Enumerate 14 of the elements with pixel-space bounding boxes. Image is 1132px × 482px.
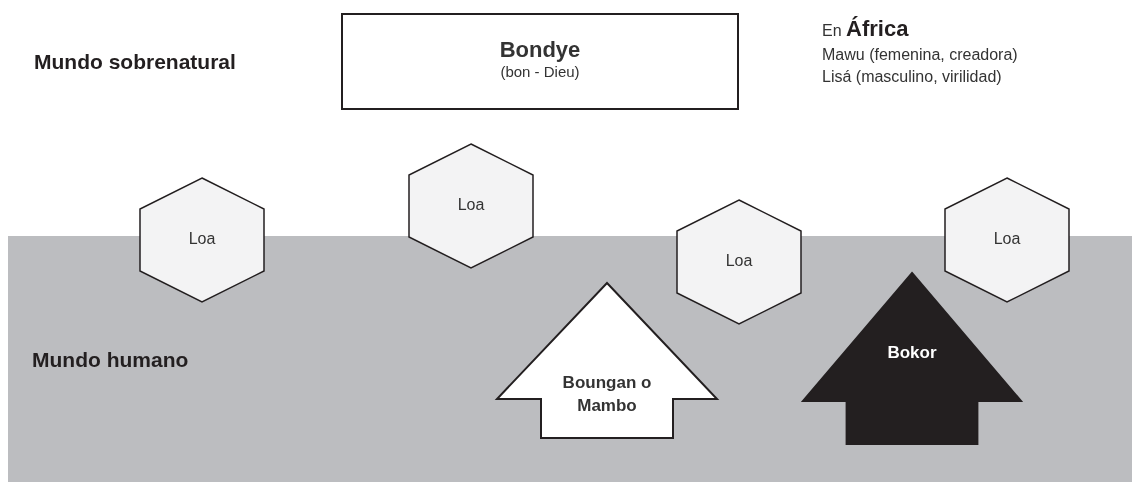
note-text: Lisá (masculino, virilidad) bbox=[822, 68, 1002, 86]
arrow-label: Bokor bbox=[886, 342, 938, 364]
hexagon-label: Loa bbox=[992, 230, 1022, 248]
region-label: Mundo humano bbox=[32, 348, 189, 372]
region-label: Mundo sobrenatural bbox=[34, 50, 236, 74]
note-text: Mawu (femenina, creadora) bbox=[822, 46, 1018, 64]
note-heading: En África bbox=[822, 16, 909, 42]
box-title: Bondye bbox=[499, 37, 581, 63]
arrow-label: Boungan o Mambo bbox=[562, 372, 652, 417]
box-subtitle: (bon - Dieu) bbox=[500, 63, 580, 80]
hexagon-label: Loa bbox=[724, 252, 754, 270]
hexagon-label: Loa bbox=[456, 196, 486, 214]
process-box bbox=[341, 13, 739, 110]
hexagon-label: Loa bbox=[187, 230, 217, 248]
